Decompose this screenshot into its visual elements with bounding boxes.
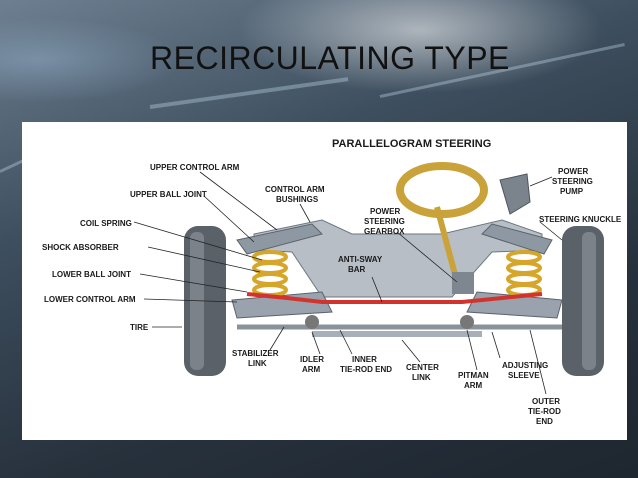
label-steering-knuckle: STEERING KNUCKLE xyxy=(539,215,622,224)
coil-spring-left xyxy=(252,250,288,297)
label-inner-tie-rod-end-2: TIE-ROD END xyxy=(340,365,392,374)
diagram-panel: PARALLELOGRAM STEERING xyxy=(22,122,627,440)
label-idler-arm-1: IDLER xyxy=(300,355,324,364)
label-power-steering-gearbox-1: POWER xyxy=(370,207,400,216)
label-power-steering-pump-2: STEERING xyxy=(552,177,593,186)
label-center-link-2: LINK xyxy=(412,373,431,382)
label-pitman-arm-2: ARM xyxy=(464,381,483,390)
label-upper-ball-joint: UPPER BALL JOINT xyxy=(130,190,207,199)
label-pitman-arm-1: PITMAN xyxy=(458,371,489,380)
label-adjusting-sleeve-2: SLEEVE xyxy=(508,371,540,380)
diagram-heading: PARALLELOGRAM STEERING xyxy=(332,138,491,150)
label-shock-absorber: SHOCK ABSORBER xyxy=(42,243,119,252)
label-control-arm-bushings-1: CONTROL ARM xyxy=(265,185,325,194)
label-tire: TIRE xyxy=(130,323,149,332)
label-coil-spring: COIL SPRING xyxy=(80,219,132,228)
anti-sway-bar xyxy=(246,292,543,304)
right-tire-tread xyxy=(582,232,596,370)
label-power-steering-gearbox-2: STEERING xyxy=(364,217,405,226)
steering-wheel[interactable] xyxy=(396,162,488,218)
label-adjusting-sleeve-1: ADJUSTING xyxy=(502,361,548,370)
power-steering-gearbox xyxy=(452,272,474,294)
label-stabilizer-link-1: STABILIZER xyxy=(232,349,279,358)
label-outer-tie-rod-end-3: END xyxy=(536,417,553,426)
label-lower-ball-joint: LOWER BALL JOINT xyxy=(52,270,131,279)
label-outer-tie-rod-end-1: OUTER xyxy=(532,397,560,406)
steering-column xyxy=(434,206,460,283)
label-control-arm-bushings-2: BUSHINGS xyxy=(276,195,319,204)
coil-spring-right xyxy=(506,250,542,297)
label-center-link-1: CENTER xyxy=(406,363,439,372)
label-idler-arm-2: ARM xyxy=(302,365,321,374)
label-stabilizer-link-2: LINK xyxy=(248,359,267,368)
label-inner-tie-rod-end-1: INNER xyxy=(352,355,377,364)
label-anti-sway-bar-1: ANTI-SWAY xyxy=(338,255,383,264)
label-outer-tie-rod-end-2: TIE-ROD xyxy=(528,407,561,416)
leader-lines xyxy=(133,171,563,395)
label-power-steering-gearbox-3: GEARBOX xyxy=(364,227,405,236)
label-upper-control-arm: UPPER CONTROL ARM xyxy=(150,163,240,172)
steering-diagram: PARALLELOGRAM STEERING xyxy=(42,138,622,426)
pitman-arm xyxy=(460,315,474,329)
upper-control-arm-right xyxy=(481,223,553,255)
power-steering-pump xyxy=(499,173,531,215)
label-anti-sway-bar-2: BAR xyxy=(348,265,366,274)
slide-title: RECIRCULATING TYPE xyxy=(150,40,510,76)
label-lower-control-arm: LOWER CONTROL ARM xyxy=(44,295,136,304)
label-power-steering-pump-3: PUMP xyxy=(560,187,584,196)
idler-arm xyxy=(305,315,319,329)
label-power-steering-pump-1: POWER xyxy=(558,167,588,176)
upper-control-arm-left xyxy=(236,223,323,255)
